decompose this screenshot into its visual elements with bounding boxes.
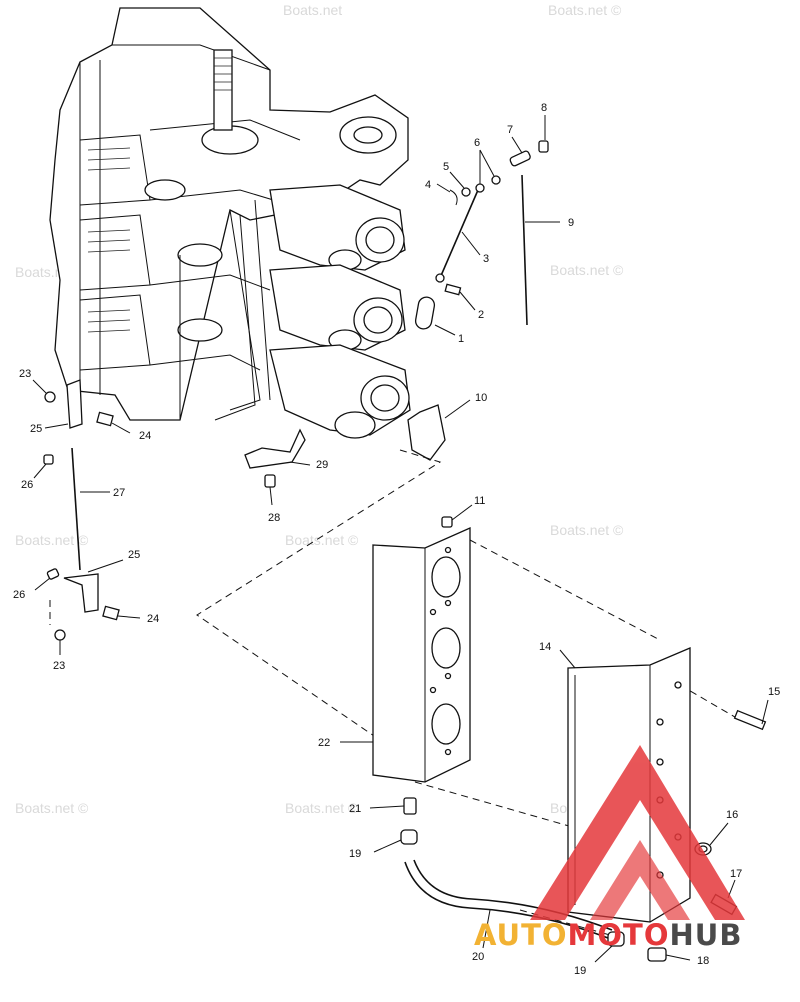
part-18-elbow [647, 947, 691, 962]
part-10-gasket [407, 399, 471, 461]
callout-labels: 1 2 3 4 5 6 7 8 9 10 11 14 15 16 17 18 1… [13, 102, 780, 977]
label-24a: 24 [139, 430, 151, 442]
label-15: 15 [768, 686, 780, 698]
part-9-rod [521, 174, 560, 326]
part-15-bolt [733, 699, 769, 731]
engine-block [49, 7, 411, 439]
part-4-clip [436, 183, 458, 206]
label-25a: 25 [30, 423, 42, 435]
part-23-nut-bottom [54, 629, 66, 655]
label-24b: 24 [147, 613, 159, 625]
label-26b: 26 [13, 589, 25, 601]
label-20: 20 [472, 951, 484, 963]
part-20-hose [404, 859, 613, 949]
watermark-center: Boats.net © [285, 532, 359, 548]
label-27: 27 [113, 487, 125, 499]
part-24-clip-bottom [102, 605, 141, 621]
label-6: 6 [474, 137, 480, 149]
part-11-screw [441, 504, 473, 528]
part-5-washer [449, 171, 471, 197]
label-22: 22 [318, 737, 330, 749]
watermark-top-right: Boats.net © [548, 2, 622, 18]
automotohub-logo-emblem [530, 745, 745, 920]
part-8-screw [538, 115, 549, 153]
label-18: 18 [697, 955, 709, 967]
label-11: 11 [474, 495, 485, 507]
label-8: 8 [541, 102, 547, 114]
part-27-link-rod [71, 447, 110, 571]
watermark-mid2: Boats.net © [550, 522, 624, 538]
part-6-washers [475, 149, 501, 193]
watermark-mid-right: Boats.net © [550, 262, 624, 278]
part-25-bracket-top [44, 379, 83, 429]
part-28-screw [264, 474, 276, 506]
part-21-fitting [369, 797, 417, 815]
label-14: 14 [539, 641, 551, 653]
assembly-line-upper [196, 449, 442, 741]
part-24-clip-top [96, 411, 131, 434]
label-28: 28 [268, 512, 280, 524]
label-7: 7 [507, 124, 513, 136]
watermark-lower-right: Boats.net © [285, 800, 359, 816]
part-19-clamp-top [373, 829, 418, 853]
part-25-bracket-bottom [63, 559, 124, 613]
logo-part-auto: AUTO [474, 918, 568, 952]
label-19a: 19 [349, 848, 361, 860]
part-3-link-rod [435, 189, 481, 283]
logo-part-moto: MOTO [567, 918, 670, 952]
label-3: 3 [483, 253, 489, 265]
label-21: 21 [349, 803, 361, 815]
part-29-bracket [244, 428, 311, 469]
label-29: 29 [316, 459, 328, 471]
part-7-fitting [509, 136, 531, 167]
label-23a: 23 [19, 368, 31, 380]
label-10: 10 [475, 392, 487, 404]
part-22-exhaust-plate [340, 526, 471, 783]
part-23-nut-top [32, 379, 56, 403]
label-9: 9 [568, 217, 574, 229]
part-26-screw-bottom [34, 568, 60, 591]
label-5: 5 [443, 161, 449, 173]
label-25b: 25 [128, 549, 140, 561]
label-1: 1 [458, 333, 464, 345]
label-23b: 23 [53, 660, 65, 672]
part-1-sleeve [414, 296, 456, 336]
label-17: 17 [730, 868, 742, 880]
label-4: 4 [425, 179, 431, 191]
part-26-screw-top [33, 454, 54, 479]
part-2-pin [444, 283, 476, 311]
assembly-line-lower [414, 781, 591, 833]
watermark-top: Boats.net [283, 2, 343, 18]
label-19b: 19 [574, 965, 586, 977]
watermark-left2: Boats.net © [15, 532, 89, 548]
watermark-lower-left: Boats.net © [15, 800, 89, 816]
label-2: 2 [478, 309, 484, 321]
logo-part-hub: HUB [669, 918, 743, 952]
automotohub-logo: AUTOMOTOHUB [474, 918, 742, 952]
label-26a: 26 [21, 479, 33, 491]
assembly-line-right [469, 539, 661, 641]
label-16: 16 [726, 809, 738, 821]
part-19-clamp-bottom [594, 931, 625, 963]
